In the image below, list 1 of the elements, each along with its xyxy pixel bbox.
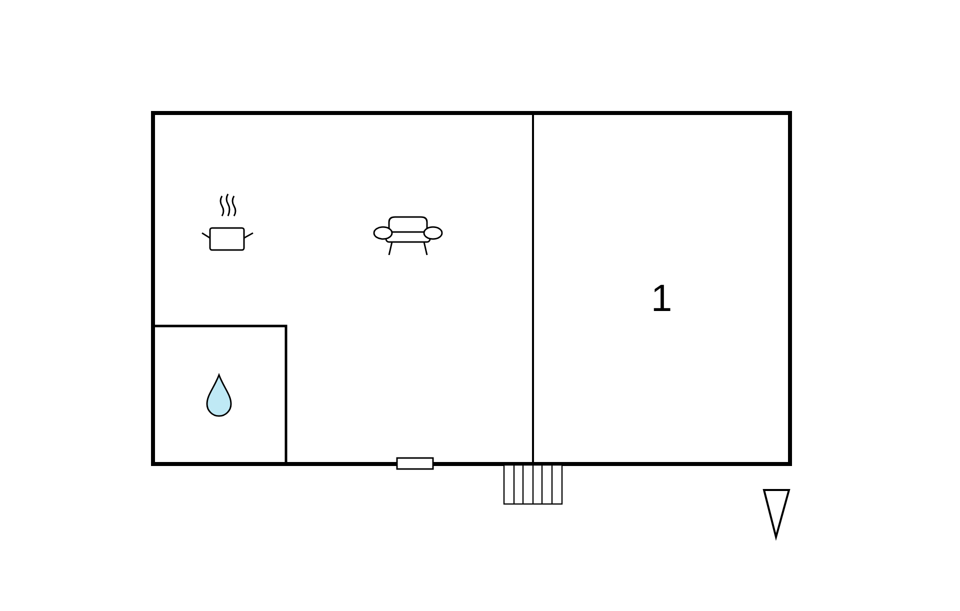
- room-number: 1: [651, 280, 672, 318]
